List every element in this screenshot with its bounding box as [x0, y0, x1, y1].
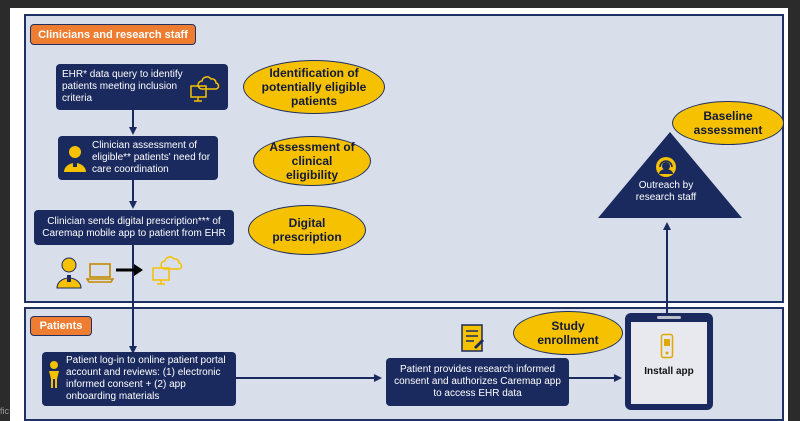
laptop-to-monitor-arrowhead: [134, 264, 143, 276]
identification-oval: Identification of potentially eligible p…: [243, 60, 385, 114]
ehr-query-text: EHR* data query to identify patients mee…: [62, 69, 183, 104]
phone-icon: [660, 333, 674, 359]
identification-oval-text: Identification of potentially eligible p…: [261, 66, 367, 108]
patient-login-text: Patient log-in to online patient portal …: [66, 355, 226, 402]
clinicians-tag: Clinicians and research staff: [30, 24, 196, 45]
baseline-oval-text: Baseline assessment: [693, 109, 763, 137]
install-tablet: [625, 313, 713, 410]
laptop-icon: [86, 263, 114, 283]
clinician-icon: [64, 146, 86, 172]
patient-icon: [49, 361, 59, 388]
tablet-camera: [657, 316, 681, 319]
digital-prescription-box: Clinician sends digital prescription*** …: [34, 210, 234, 245]
clinician-person-icon: [56, 257, 82, 289]
assessment-oval-text: Assessment of clinical eligibility: [269, 140, 355, 182]
baseline-oval: Baseline assessment: [672, 101, 784, 145]
tablet-screen: [631, 322, 707, 404]
cloud-monitor-icon: [190, 76, 220, 102]
research-consent-box: Patient provides research informed conse…: [386, 358, 569, 406]
enrollment-oval: Study enrollment: [513, 311, 623, 355]
prescription-oval: Digital prescription: [248, 205, 366, 255]
assessment-oval: Assessment of clinical eligibility: [253, 136, 371, 186]
research-consent-text: Patient provides research informed conse…: [394, 364, 561, 399]
clinician-assessment-text: Clinician assessment of eligible** patie…: [92, 140, 211, 175]
install-app-label: Install app: [644, 366, 694, 377]
headset-icon: [656, 157, 676, 177]
digital-prescription-text: Clinician sends digital prescription*** …: [42, 215, 226, 239]
prescription-oval-text: Digital prescription: [272, 216, 342, 244]
consent-document-icon: [461, 324, 484, 352]
ehr-query-box: EHR* data query to identify patients mee…: [56, 64, 228, 110]
enrollment-oval-text: Study enrollment: [537, 319, 599, 347]
cloud-monitor-icon-2: [152, 256, 183, 285]
outreach-text: Outreach by research staff: [635, 180, 697, 203]
patient-login-box: Patient log-in to online patient portal …: [42, 352, 236, 406]
patients-tag: Patients: [30, 316, 92, 336]
edge-fragment: fic: [0, 406, 9, 416]
clinician-assessment-box: Clinician assessment of eligible** patie…: [58, 136, 218, 180]
